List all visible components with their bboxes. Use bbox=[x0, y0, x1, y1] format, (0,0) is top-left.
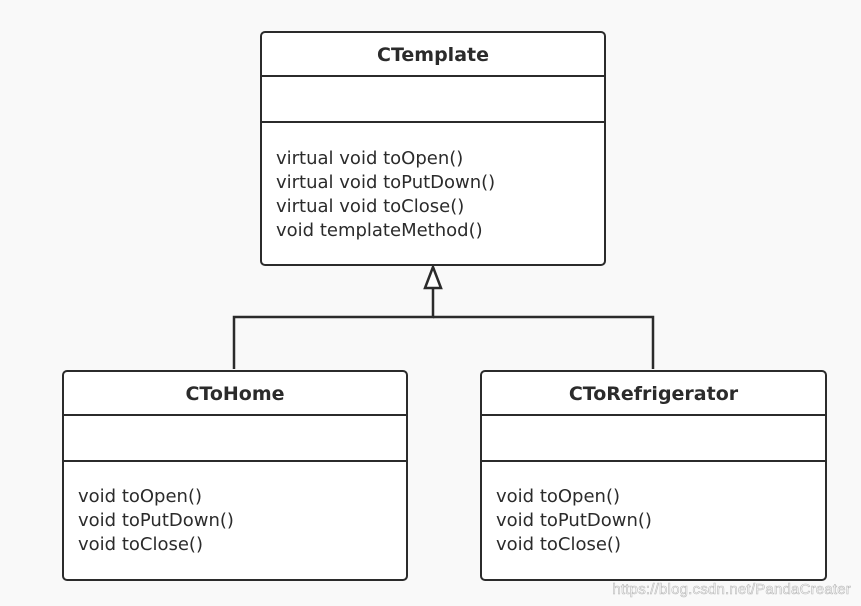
attributes-compartment bbox=[262, 77, 604, 123]
method-item: virtual void toOpen() bbox=[276, 148, 464, 169]
attributes-compartment bbox=[482, 416, 825, 462]
method-item: void toClose() bbox=[496, 534, 621, 555]
methods-compartment: virtual void toOpen() virtual void toPut… bbox=[276, 147, 596, 243]
method-item: void toPutDown() bbox=[496, 510, 652, 531]
inheritance-line-ctorefrigerator bbox=[433, 315, 655, 369]
method-item: void toOpen() bbox=[78, 486, 203, 507]
methods-compartment: void toOpen() void toPutDown() void toCl… bbox=[78, 485, 398, 557]
class-box-ctohome[interactable]: CToHome void toOpen() void toPutDown() v… bbox=[62, 370, 408, 581]
method-item: void toPutDown() bbox=[78, 510, 234, 531]
generalization-arrowhead-icon bbox=[423, 263, 443, 290]
method-item: void templateMethod() bbox=[276, 220, 483, 241]
attributes-compartment bbox=[64, 416, 406, 462]
class-box-ctorefrigerator[interactable]: CToRefrigerator void toOpen() void toPut… bbox=[480, 370, 827, 581]
method-item: void toClose() bbox=[78, 534, 203, 555]
class-name: CToHome bbox=[64, 372, 406, 416]
method-item: virtual void toPutDown() bbox=[276, 172, 496, 193]
watermark-text: https://blog.csdn.net/PandaCreater bbox=[612, 581, 851, 599]
inheritance-line-ctohome bbox=[232, 288, 435, 369]
class-box-ctemplate[interactable]: CTemplate virtual void toOpen() virtual … bbox=[260, 31, 606, 266]
class-name: CToRefrigerator bbox=[482, 372, 825, 416]
method-item: void toOpen() bbox=[496, 486, 621, 507]
class-name: CTemplate bbox=[262, 33, 604, 77]
method-item: virtual void toClose() bbox=[276, 196, 465, 217]
methods-compartment: void toOpen() void toPutDown() void toCl… bbox=[496, 485, 817, 557]
